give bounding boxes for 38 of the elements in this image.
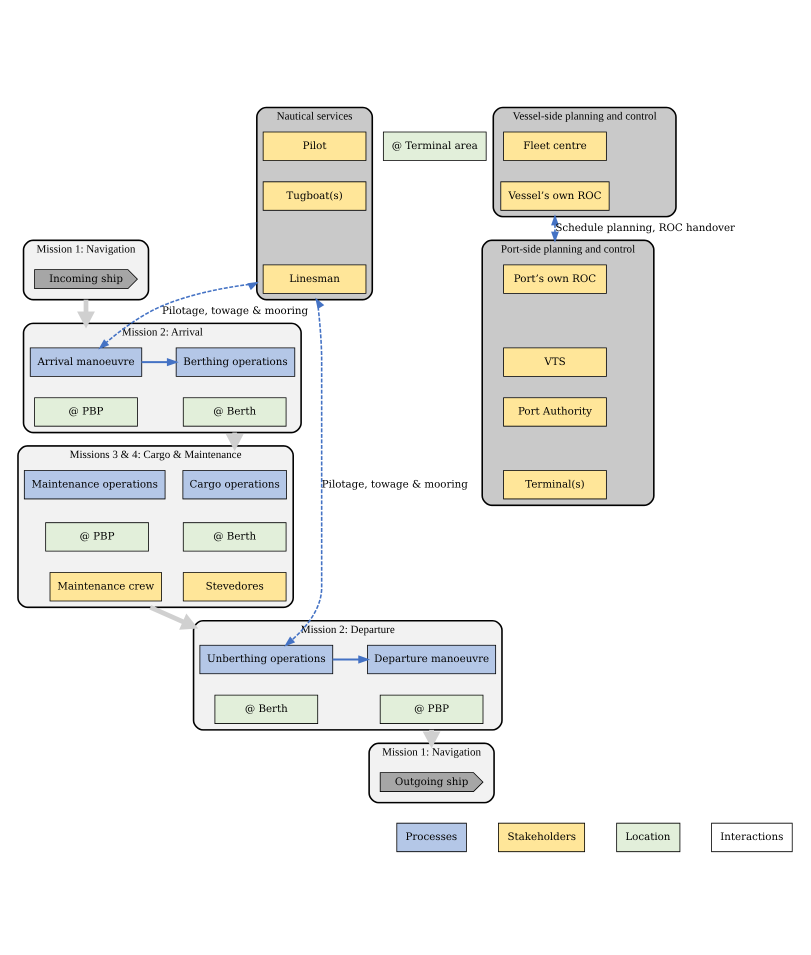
legend-label: Interactions	[720, 830, 784, 843]
arrow	[98, 281, 259, 349]
node-box: VTS	[503, 347, 607, 376]
node-box: Vessel’s own ROC	[500, 180, 610, 210]
node-box: Tugboat(s)	[262, 180, 366, 210]
node-box: @ Berth	[182, 396, 286, 426]
node-box: @ Terminal area	[382, 131, 487, 160]
node-box: @ PBP	[34, 396, 138, 426]
node-box: Terminal(s)	[503, 470, 607, 499]
node-box: Berthing operations	[176, 347, 296, 376]
arrow	[142, 357, 179, 366]
arrow	[284, 297, 324, 646]
arrow	[77, 299, 95, 328]
node-box: Unberthing operations	[199, 644, 334, 674]
node-box: Fleet centre	[503, 131, 607, 160]
legend-label: Location	[625, 830, 670, 843]
node-box: Stevedores	[182, 572, 286, 601]
edge-label: Schedule planning, ROC handover	[555, 222, 735, 234]
arrow	[332, 654, 370, 664]
arrow	[551, 214, 559, 242]
node-box: @ Berth	[214, 694, 318, 724]
node-box: @ Berth	[182, 522, 286, 552]
node-box: Linesman	[262, 264, 366, 294]
node-box: Maintenance operations	[24, 470, 166, 499]
node-box: Port Authority	[503, 396, 607, 426]
node-box: @ PBP	[380, 694, 484, 724]
legend-label: Processes	[406, 830, 458, 843]
node-box: Pilot	[262, 131, 366, 160]
node-box: Maintenance crew	[50, 572, 162, 601]
arrow	[149, 604, 198, 630]
node-box: @ PBP	[45, 522, 149, 552]
node-box: Departure manoeuvre	[367, 644, 496, 674]
legend-label: Stakeholders	[508, 830, 576, 843]
edge-label: Pilotage, towage & mooring	[322, 478, 468, 490]
node-box: Arrival manoeuvre	[30, 347, 142, 376]
node-box: Port’s own ROC	[503, 264, 607, 294]
edge-label: Pilotage, towage & mooring	[162, 304, 308, 317]
node-box: Cargo operations	[182, 470, 287, 499]
